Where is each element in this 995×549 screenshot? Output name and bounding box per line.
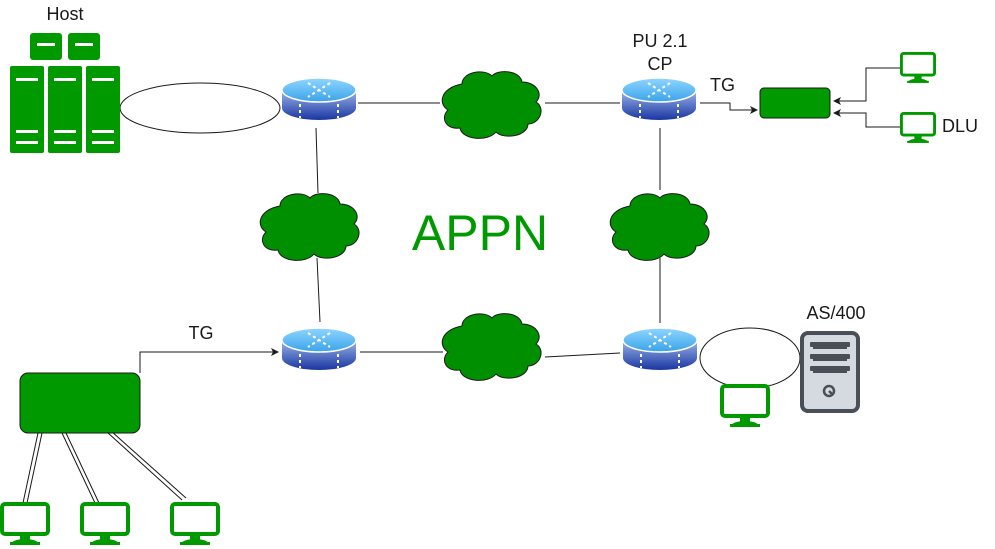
double-link-3a — [107, 432, 183, 501]
double-link-3b — [110, 430, 187, 499]
double-link-1b — [26, 432, 43, 504]
controller-bottom-box[interactable] — [19, 372, 141, 434]
link-dlu1-controller — [833, 67, 900, 105]
cloud-bottom-icon — [441, 313, 542, 381]
controller-top-box[interactable] — [759, 87, 831, 119]
router-top-right-icon[interactable] — [621, 77, 697, 121]
tg-top-label: TG — [710, 75, 735, 95]
terminal-bottom-2-icon[interactable] — [80, 502, 130, 547]
cloud-left-icon — [259, 193, 360, 261]
as400-server-icon[interactable] — [800, 331, 860, 413]
pu-label-line1: PU 2.1 — [632, 31, 687, 51]
router-top-left-icon[interactable] — [281, 77, 357, 121]
connections — [22, 67, 900, 504]
cloud-right-icon — [609, 193, 710, 261]
double-link-2b — [65, 432, 100, 504]
link-dlu2-controller — [833, 109, 900, 128]
terminal-bottom-3-icon[interactable] — [170, 502, 220, 547]
cloud-top-icon — [441, 71, 542, 139]
link-controller-rbl-tg — [139, 348, 279, 373]
double-link-1a — [22, 432, 39, 504]
terminal-as400-icon[interactable] — [720, 384, 770, 429]
host-mainframe-icon[interactable] — [10, 33, 120, 153]
terminal-dlu-2-icon[interactable] — [900, 111, 936, 145]
pu-label-line2: CP — [647, 54, 672, 74]
link-rtr-controller-tg — [700, 102, 758, 114]
router-bottom-left-icon[interactable] — [281, 327, 357, 371]
host-label: Host — [46, 4, 83, 24]
terminal-dlu-1-icon[interactable] — [900, 51, 936, 85]
host-link-ellipse — [119, 82, 281, 134]
terminal-bottom-1-icon[interactable] — [0, 502, 50, 547]
link-cloudbottom-rbr — [544, 352, 621, 358]
double-link-2a — [61, 432, 96, 504]
dlu-label: DLU — [942, 116, 978, 136]
as400-link-ellipse — [699, 327, 801, 389]
appn-title: APPN — [412, 205, 548, 261]
router-bottom-right-icon[interactable] — [622, 327, 698, 371]
as400-label: AS/400 — [806, 303, 865, 323]
tg-bottom-label: TG — [189, 323, 214, 343]
link-cloudleft-rbl — [316, 257, 321, 323]
link-rtl-cloudleft — [315, 127, 319, 194]
